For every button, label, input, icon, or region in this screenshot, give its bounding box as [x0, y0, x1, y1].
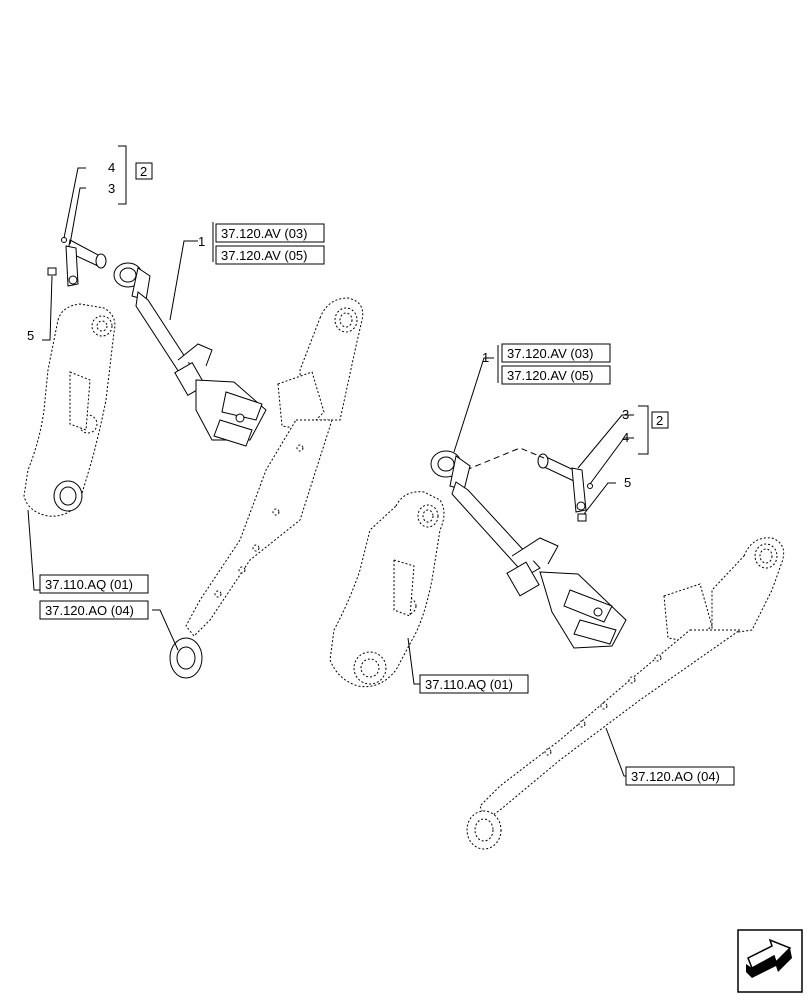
ref-right-ao04[interactable]: 37.120.AO (04): [625, 766, 735, 786]
ref-left-av03[interactable]: 37.120.AV (03): [215, 223, 325, 243]
right-lower-link: [466, 537, 785, 850]
ref-right-aq01-label: 37.110.AQ (01): [425, 677, 513, 692]
kit-box-left[interactable]: 2: [135, 162, 153, 180]
left-lift-arm: [23, 303, 116, 517]
kit-box-right[interactable]: 2: [651, 411, 669, 429]
ref-right-av05-label: 37.120.AV (05): [507, 368, 593, 383]
callout-4-left: 4: [108, 160, 115, 175]
ref-right-av03-label: 37.120.AV (03): [507, 346, 593, 361]
left-pin: [47, 237, 107, 287]
ref-left-ao04-label: 37.120.AO (04): [45, 603, 134, 618]
right-lift-arm: [329, 491, 445, 688]
kit-box-left-label: 2: [140, 164, 147, 179]
arrow-navigation-icon[interactable]: [737, 929, 803, 993]
callout-1-left: 1: [198, 234, 205, 249]
ref-left-av05[interactable]: 37.120.AV (05): [215, 245, 325, 265]
callout-5-left: 5: [27, 328, 34, 343]
callout-1-right: 1: [482, 350, 489, 365]
callout-5-right: 5: [624, 475, 631, 490]
callout-3-right: 3: [622, 407, 629, 422]
left-lower-link: [169, 297, 364, 679]
ref-left-ao04[interactable]: 37.120.AO (04): [39, 600, 149, 620]
ref-left-av03-label: 37.120.AV (03): [221, 226, 307, 241]
kit-box-right-label: 2: [656, 413, 663, 428]
ref-left-aq01-label: 37.110.AQ (01): [45, 577, 133, 592]
ref-right-ao04-label: 37.120.AO (04): [631, 769, 720, 784]
right-assembly: [329, 345, 785, 850]
ref-right-aq01[interactable]: 37.110.AQ (01): [419, 674, 529, 694]
callout-4-right: 4: [622, 430, 629, 445]
left-assembly: [23, 145, 364, 679]
ref-right-av03[interactable]: 37.120.AV (03): [501, 343, 611, 363]
left-lift-rod: [113, 262, 267, 447]
right-pin: [465, 447, 593, 522]
callout-3-left: 3: [108, 181, 115, 196]
ref-right-av05[interactable]: 37.120.AV (05): [501, 365, 611, 385]
ref-left-av05-label: 37.120.AV (05): [221, 248, 307, 263]
right-lift-rod: [430, 450, 627, 649]
ref-left-aq01[interactable]: 37.110.AQ (01): [39, 574, 149, 594]
